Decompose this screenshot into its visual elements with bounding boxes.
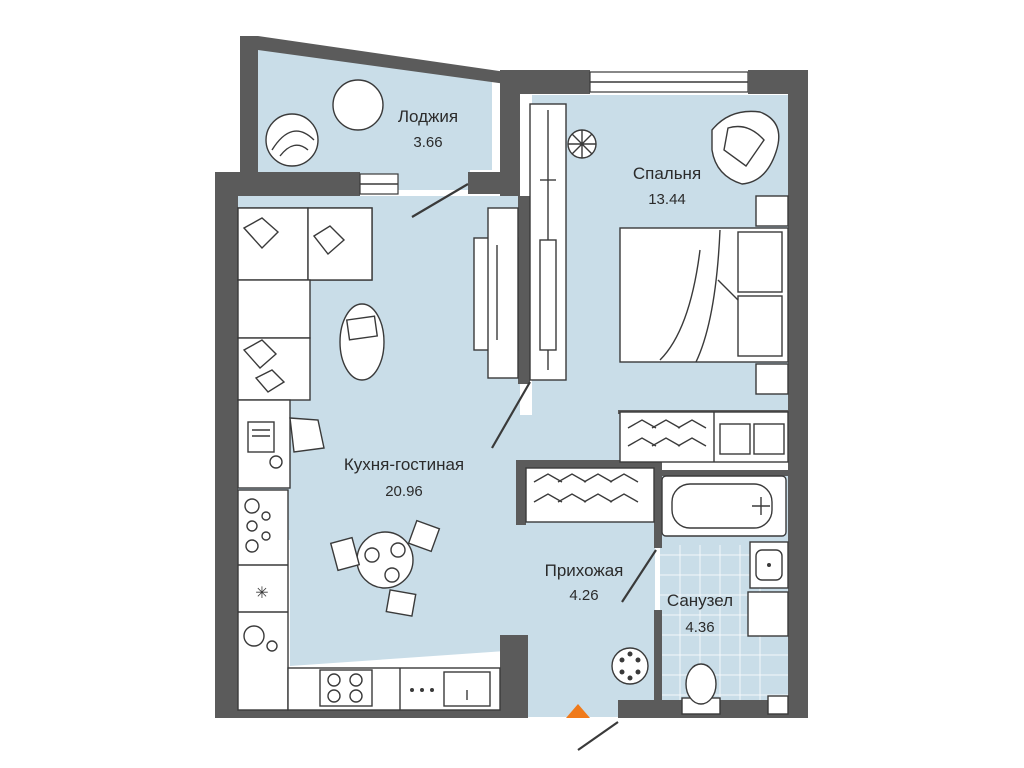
toilet-icon xyxy=(681,663,721,715)
room-name-bedroom: Спальня xyxy=(633,164,701,183)
doors xyxy=(411,183,657,751)
dining-table xyxy=(329,519,441,617)
bathroom-shelf xyxy=(767,695,789,715)
tv-stand xyxy=(473,207,519,379)
room-name-bathroom: Санузел xyxy=(667,591,733,610)
hallway-closet xyxy=(525,467,655,523)
bathroom-sink-icon xyxy=(749,541,789,589)
bedroom-closet xyxy=(619,411,789,463)
stove-icon xyxy=(244,498,271,553)
kitchen-counter: ✳ xyxy=(237,489,501,711)
room-labels: Лоджия 3.66 Спальня 13.44 Кухня-гостиная… xyxy=(344,107,733,636)
room-name-loggia: Лоджия xyxy=(398,107,458,126)
room-name-kitchen-living: Кухня-гостиная xyxy=(344,455,464,474)
room-area-hallway: 4.26 xyxy=(569,587,598,604)
loggia-furniture xyxy=(265,79,384,167)
room-area-bathroom: 4.36 xyxy=(685,619,714,636)
coffee-table xyxy=(339,303,385,381)
wardrobe xyxy=(529,103,567,381)
room-name-hallway: Прихожая xyxy=(545,561,624,580)
svg-text:✳: ✳ xyxy=(255,585,268,602)
plant-icon xyxy=(567,129,597,159)
sofa-icon xyxy=(237,207,373,401)
robot-vacuum-icon xyxy=(611,647,649,685)
bathtub-icon xyxy=(661,475,787,537)
washing-machine xyxy=(747,591,789,637)
room-area-bedroom: 13.44 xyxy=(648,191,686,208)
desk-laptop xyxy=(237,399,325,489)
sink-icon xyxy=(443,671,491,707)
room-area-kitchen-living: 20.96 xyxy=(385,483,423,500)
bed-icon xyxy=(619,195,789,395)
entrance-arrow-icon xyxy=(566,704,590,718)
room-area-loggia: 3.66 xyxy=(413,134,442,151)
armchair-bedroom-icon xyxy=(711,110,780,185)
armchair-icon xyxy=(265,113,319,167)
